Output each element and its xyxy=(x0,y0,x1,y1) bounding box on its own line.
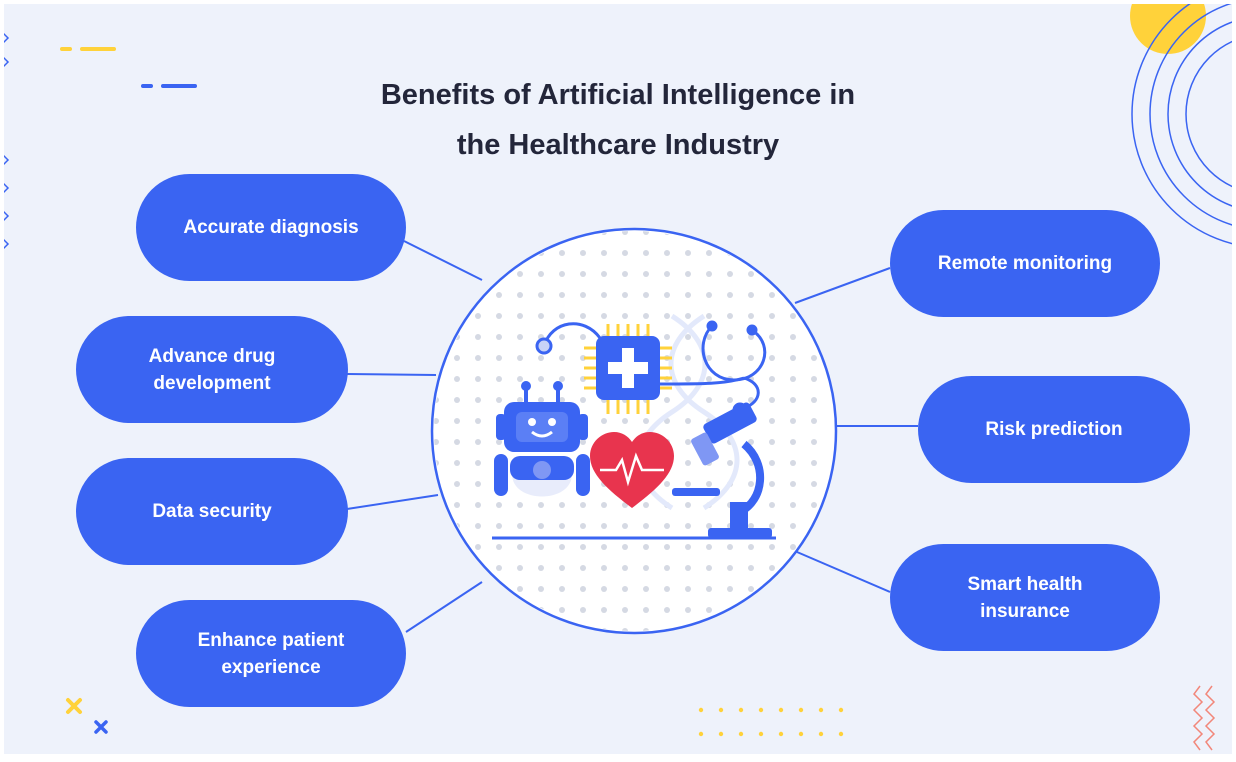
robot-icon xyxy=(494,381,590,497)
benefit-pill-remote-monitoring: Remote monitoring xyxy=(890,210,1160,317)
connector-smart-health-insurance xyxy=(796,551,891,593)
benefit-pill-smart-health-insurance: Smart health insurance xyxy=(890,544,1160,651)
left-edge-chevrons-decoration xyxy=(4,32,10,250)
pill-label: Remote monitoring xyxy=(937,253,1113,274)
connector-advance-drug-development xyxy=(346,373,437,376)
connector-enhance-patient-experience xyxy=(405,581,483,633)
microscope-icon xyxy=(672,402,772,538)
cross-marks-decoration xyxy=(66,698,108,734)
benefit-pill-enhance-patient-experience: Enhance patient experience xyxy=(136,600,406,707)
connector-remote-monitoring xyxy=(794,267,891,304)
title-line-2: the Healthcare Industry xyxy=(456,129,780,161)
benefit-pill-advance-drug-development: Advance drug development xyxy=(76,316,348,423)
background-decorations xyxy=(4,4,1232,751)
dotted-rows-decoration xyxy=(698,707,844,737)
connector-data-security xyxy=(346,494,439,510)
zigzag-decoration xyxy=(1192,685,1216,751)
pill-label: Risk prediction xyxy=(985,419,1123,440)
pill-label: Enhance patient experience xyxy=(197,629,345,678)
pill-label: Smart health insurance xyxy=(967,573,1083,622)
ai-chip-medical-cross-icon xyxy=(535,322,745,414)
pill-label: Data security xyxy=(152,501,272,522)
concentric-arcs-decoration xyxy=(1131,4,1232,245)
center-illustration xyxy=(430,227,838,635)
heart-pulse-icon xyxy=(590,432,674,508)
connector-lines xyxy=(346,240,918,633)
pill-label: Advance drug development xyxy=(148,345,276,394)
title-line-1: Benefits of Artificial Intelligence in xyxy=(380,79,856,111)
benefit-pill-risk-prediction: Risk prediction xyxy=(918,376,1190,483)
pill-label: Accurate diagnosis xyxy=(183,217,359,238)
infographic: Benefits of Artificial Intelligence in t… xyxy=(4,4,1232,754)
sun-circle-decoration xyxy=(1130,4,1206,54)
benefit-pill-data-security: Data security xyxy=(76,458,348,565)
benefit-pill-accurate-diagnosis: Accurate diagnosis xyxy=(136,174,406,281)
connector-accurate-diagnosis xyxy=(403,240,483,281)
dash-marks-decoration xyxy=(60,47,197,88)
diagram-title: Benefits of Artificial Intelligence in t… xyxy=(4,70,1232,170)
center-circle xyxy=(430,227,838,635)
